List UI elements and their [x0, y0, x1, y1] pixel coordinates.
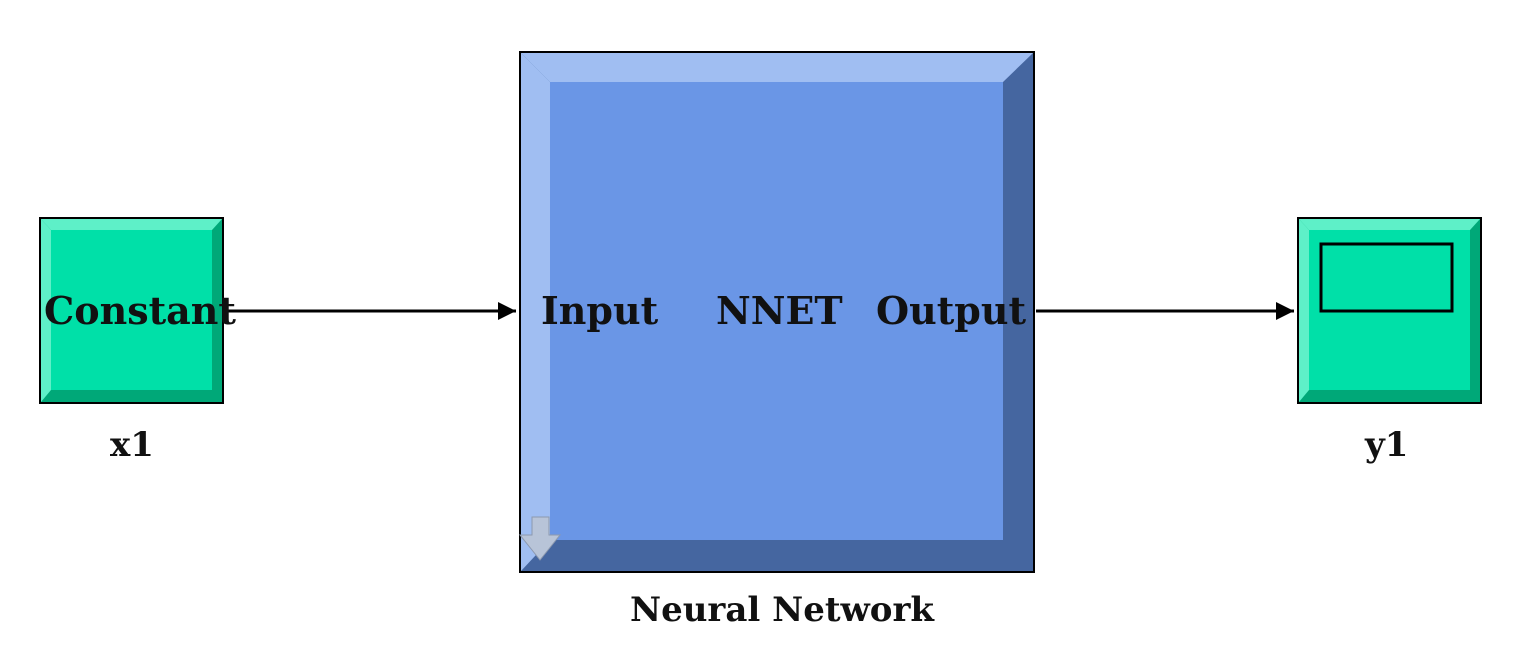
constant-block-label: x1 — [110, 425, 154, 465]
constant-block[interactable] — [39, 217, 224, 404]
constant-block-text: Constant — [44, 288, 236, 333]
nnet-title: NNET — [716, 288, 843, 333]
nnet-block[interactable] — [518, 51, 1035, 573]
scope-block-label: y1 — [1365, 425, 1409, 465]
down-arrow-icon — [518, 516, 562, 561]
nnet-input-port-label: Input — [541, 288, 659, 333]
nnet-block-label: Neural Network — [630, 590, 934, 630]
scope-screen-icon — [1319, 242, 1454, 313]
nnet-output-port-label: Output — [876, 288, 1027, 333]
scope-block[interactable] — [1297, 217, 1482, 404]
